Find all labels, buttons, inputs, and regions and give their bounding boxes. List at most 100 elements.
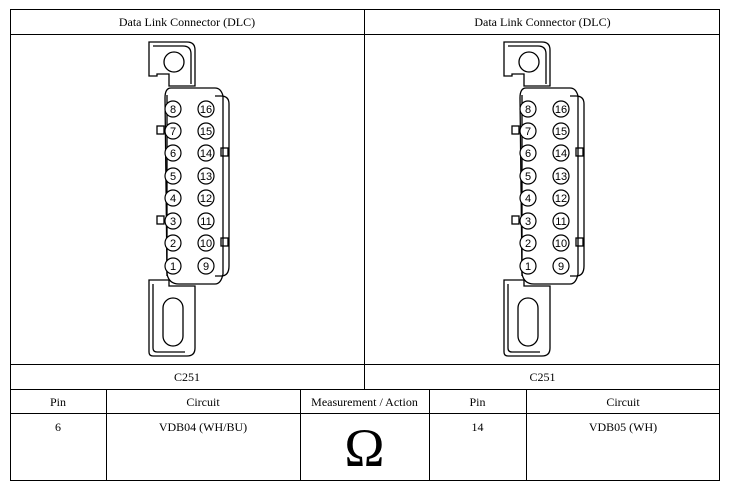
left-pin-3-circle: [164, 212, 182, 230]
left-pin-14-circle: [197, 144, 215, 162]
right-pin-10-circle: [552, 234, 570, 252]
cell-circuit-b: VDB05 (WH): [588, 420, 658, 434]
right-pin-8-circle: [519, 100, 537, 118]
left-pin-9-label: 9: [203, 261, 209, 273]
left-pin-4-circle: [164, 189, 182, 207]
left-pin-7-label: 7: [170, 126, 176, 138]
cell-pin-a: 6: [55, 420, 61, 434]
right-pin-14-circle: [552, 144, 570, 162]
right-pin-1-label: 1: [525, 261, 531, 273]
divider-col-4: [526, 389, 527, 481]
right-pin-5-circle: [519, 167, 537, 185]
right-pin-7-label: 7: [525, 126, 531, 138]
bottom-mounting-tab: [503, 279, 551, 357]
connector-body: [164, 87, 224, 285]
right-pin-6-circle: [519, 144, 537, 162]
divider-col-3: [429, 389, 430, 481]
right-pin-15-circle: [552, 122, 570, 140]
header-pin-a: Pin: [49, 395, 66, 409]
left-pin-10-circle: [197, 234, 215, 252]
left-pin-11-circle: [197, 212, 215, 230]
left-pin-13-label: 13: [200, 171, 212, 183]
right-pin-6-label: 6: [525, 148, 531, 160]
bottom-mounting-tab: [148, 279, 196, 357]
connector-right-title: Data Link Connector (DLC): [474, 15, 611, 29]
right-pin-2-label: 2: [525, 238, 531, 250]
left-pin-7-circle: [164, 122, 182, 140]
ohm-symbol: Ω: [344, 418, 385, 478]
left-pin-10-label: 10: [200, 238, 212, 250]
top-mounting-tab: [148, 41, 196, 87]
rule-under-titles: [10, 34, 720, 35]
divider-connectors: [364, 9, 365, 389]
left-pin-8-circle: [164, 100, 182, 118]
right-pin-8-label: 8: [525, 104, 531, 116]
left-pin-11-label: 11: [200, 216, 211, 228]
right-pin-16-circle: [552, 100, 570, 118]
right-pin-1-circle: [519, 257, 537, 275]
header-circuit-a: Circuit: [186, 395, 220, 409]
left-pin-6-label: 6: [170, 148, 176, 160]
right-pin-14-label: 14: [555, 148, 567, 160]
connector-left-title: Data Link Connector (DLC): [118, 15, 256, 29]
left-pin-13-circle: [197, 167, 215, 185]
top-mounting-hole: [518, 51, 540, 73]
rule-under-headers: [10, 413, 720, 414]
right-pin-12-label: 12: [555, 193, 567, 205]
connector-left-label: C251: [173, 370, 200, 384]
top-mounting-tab: [503, 41, 551, 87]
right-pin-9-label: 9: [558, 261, 564, 273]
left-pin-4-label: 4: [170, 193, 176, 205]
left-pin-2-label: 2: [170, 238, 176, 250]
right-pin-4-label: 4: [525, 193, 531, 205]
header-circuit-b: Circuit: [606, 395, 640, 409]
cell-pin-b: 14: [471, 420, 484, 434]
right-pin-13-label: 13: [555, 171, 567, 183]
right-pin-11-circle: [552, 212, 570, 230]
diagram-frame: [10, 9, 720, 481]
bottom-mounting-slot: [162, 297, 184, 347]
header-measurement: Measurement / Action: [311, 395, 418, 409]
rule-above-table: [10, 389, 720, 390]
top-mounting-hole: [163, 51, 185, 73]
connector-body: [519, 87, 579, 285]
left-pin-5-circle: [164, 167, 182, 185]
left-pin-16-label: 16: [200, 104, 212, 116]
left-pin-1-circle: [164, 257, 182, 275]
right-pin-3-label: 3: [525, 216, 531, 228]
right-pin-13-circle: [552, 167, 570, 185]
right-pin-2-circle: [519, 234, 537, 252]
left-pin-3-label: 3: [170, 216, 176, 228]
right-pin-11-label: 11: [555, 216, 566, 228]
left-pin-12-circle: [197, 189, 215, 207]
left-pin-12-label: 12: [200, 193, 212, 205]
left-pin-1-label: 1: [170, 261, 176, 273]
right-pin-10-label: 10: [555, 238, 567, 250]
right-pin-12-circle: [552, 189, 570, 207]
left-pin-15-label: 15: [200, 126, 212, 138]
dlc-connector-left-diagram: 8 7 6 5 4 3 2 1 16 15 14 13 12 11 10 9: [148, 41, 230, 357]
left-pin-15-circle: [197, 122, 215, 140]
right-pin-16-label: 16: [555, 104, 567, 116]
right-pin-3-circle: [519, 212, 537, 230]
dlc-connector-right-diagram: 8 7 6 5 4 3 2 1 16 15 14 13 12 11 10 9: [503, 41, 585, 357]
left-pin-5-label: 5: [170, 171, 176, 183]
right-pin-9-circle: [552, 257, 570, 275]
cell-circuit-a: VDB04 (WH/BU): [158, 420, 248, 434]
divider-col-2: [300, 389, 301, 481]
rule-above-labels: [10, 364, 720, 365]
right-pin-4-circle: [519, 189, 537, 207]
left-pin-8-label: 8: [170, 104, 176, 116]
divider-col-1: [106, 389, 107, 481]
left-pin-6-circle: [164, 144, 182, 162]
left-pin-9-circle: [197, 257, 215, 275]
connector-right-label: C251: [529, 370, 556, 384]
left-pin-14-label: 14: [200, 148, 212, 160]
right-pin-7-circle: [519, 122, 537, 140]
right-pin-15-label: 15: [555, 126, 567, 138]
header-pin-b: Pin: [469, 395, 486, 409]
bottom-mounting-slot: [517, 297, 539, 347]
right-pin-5-label: 5: [525, 171, 531, 183]
left-pin-2-circle: [164, 234, 182, 252]
left-pin-16-circle: [197, 100, 215, 118]
